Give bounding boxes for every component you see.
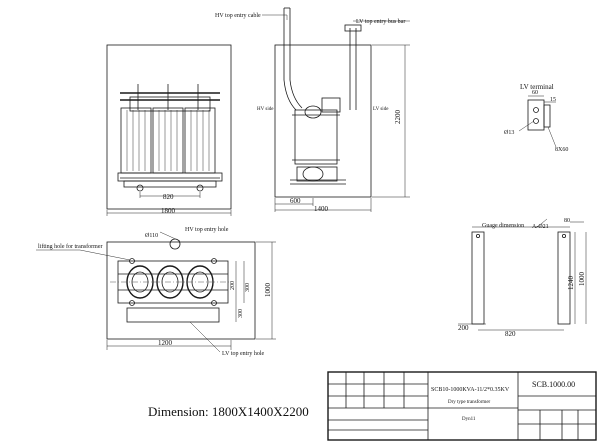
gauge-dim-200: 200 xyxy=(458,324,469,332)
title-code: SCB.1000.00 xyxy=(532,380,575,389)
title-vector: Dyn11 xyxy=(462,417,476,422)
terminal-hole-dim: Ø13 xyxy=(504,130,514,136)
hv-top-entry-cable-label: HV top entry cable xyxy=(215,13,261,19)
top-enclosure xyxy=(106,241,256,340)
front-view xyxy=(106,44,232,216)
lv-terminal-detail xyxy=(518,95,557,148)
side-view xyxy=(262,7,410,212)
lv-side-label: LV side xyxy=(373,107,389,112)
lv-terminal-title: LV terminal xyxy=(520,83,554,91)
gauge-dim-1240: 1240 xyxy=(567,276,575,291)
terminal-bar-dim: 8X60 xyxy=(555,147,568,153)
top-hole-dim: Ø110 xyxy=(145,233,158,239)
front-enclosure xyxy=(106,44,232,210)
front-width-dim: 1800 xyxy=(161,207,176,215)
top-dim-300b: 300 xyxy=(245,283,251,292)
title-type: Dry type transformer xyxy=(448,400,491,405)
title-model: SCB10-1000KVA-11/2*0.35KV xyxy=(431,387,510,393)
gauge-dim-820: 820 xyxy=(505,330,516,338)
hv-side-label: HV side xyxy=(257,107,274,112)
lv-top-entry-hole-label: LV top entry hole xyxy=(222,351,265,357)
terminal-dim-60: 60 xyxy=(532,90,538,96)
top-dim-300a: 300 xyxy=(238,309,244,318)
side-height-dim: 2200 xyxy=(394,110,402,125)
gauge-dimension-view xyxy=(458,218,587,331)
gauge-dim-1000: 1000 xyxy=(578,272,586,287)
top-view xyxy=(36,231,276,353)
gauge-dim-80: 80 xyxy=(564,218,570,224)
top-height-dim: 1000 xyxy=(264,283,272,298)
terminal-dim-15: 15 xyxy=(550,97,556,103)
gauge-phi-dim: A-Ø21 xyxy=(532,224,549,230)
top-dim-200: 200 xyxy=(230,281,236,290)
dimension-caption: Dimension: 1800X1400X2200 xyxy=(148,404,309,419)
side-offset-dim: 600 xyxy=(290,197,301,205)
title-block xyxy=(327,371,597,441)
lifting-hole-label: lifting hole for transformer xyxy=(38,243,102,250)
top-width-dim: 1200 xyxy=(158,339,173,347)
hv-top-entry-hole-label: HV top entry hole xyxy=(185,227,229,233)
front-wheel-dim: 820 xyxy=(163,193,174,201)
lv-top-entry-bus-bar-label: LV top entry bus bar xyxy=(356,19,405,25)
side-width-dim: 1400 xyxy=(314,205,329,213)
side-enclosure xyxy=(274,44,372,198)
gauge-dimension-title: Guage dimension xyxy=(482,223,524,229)
